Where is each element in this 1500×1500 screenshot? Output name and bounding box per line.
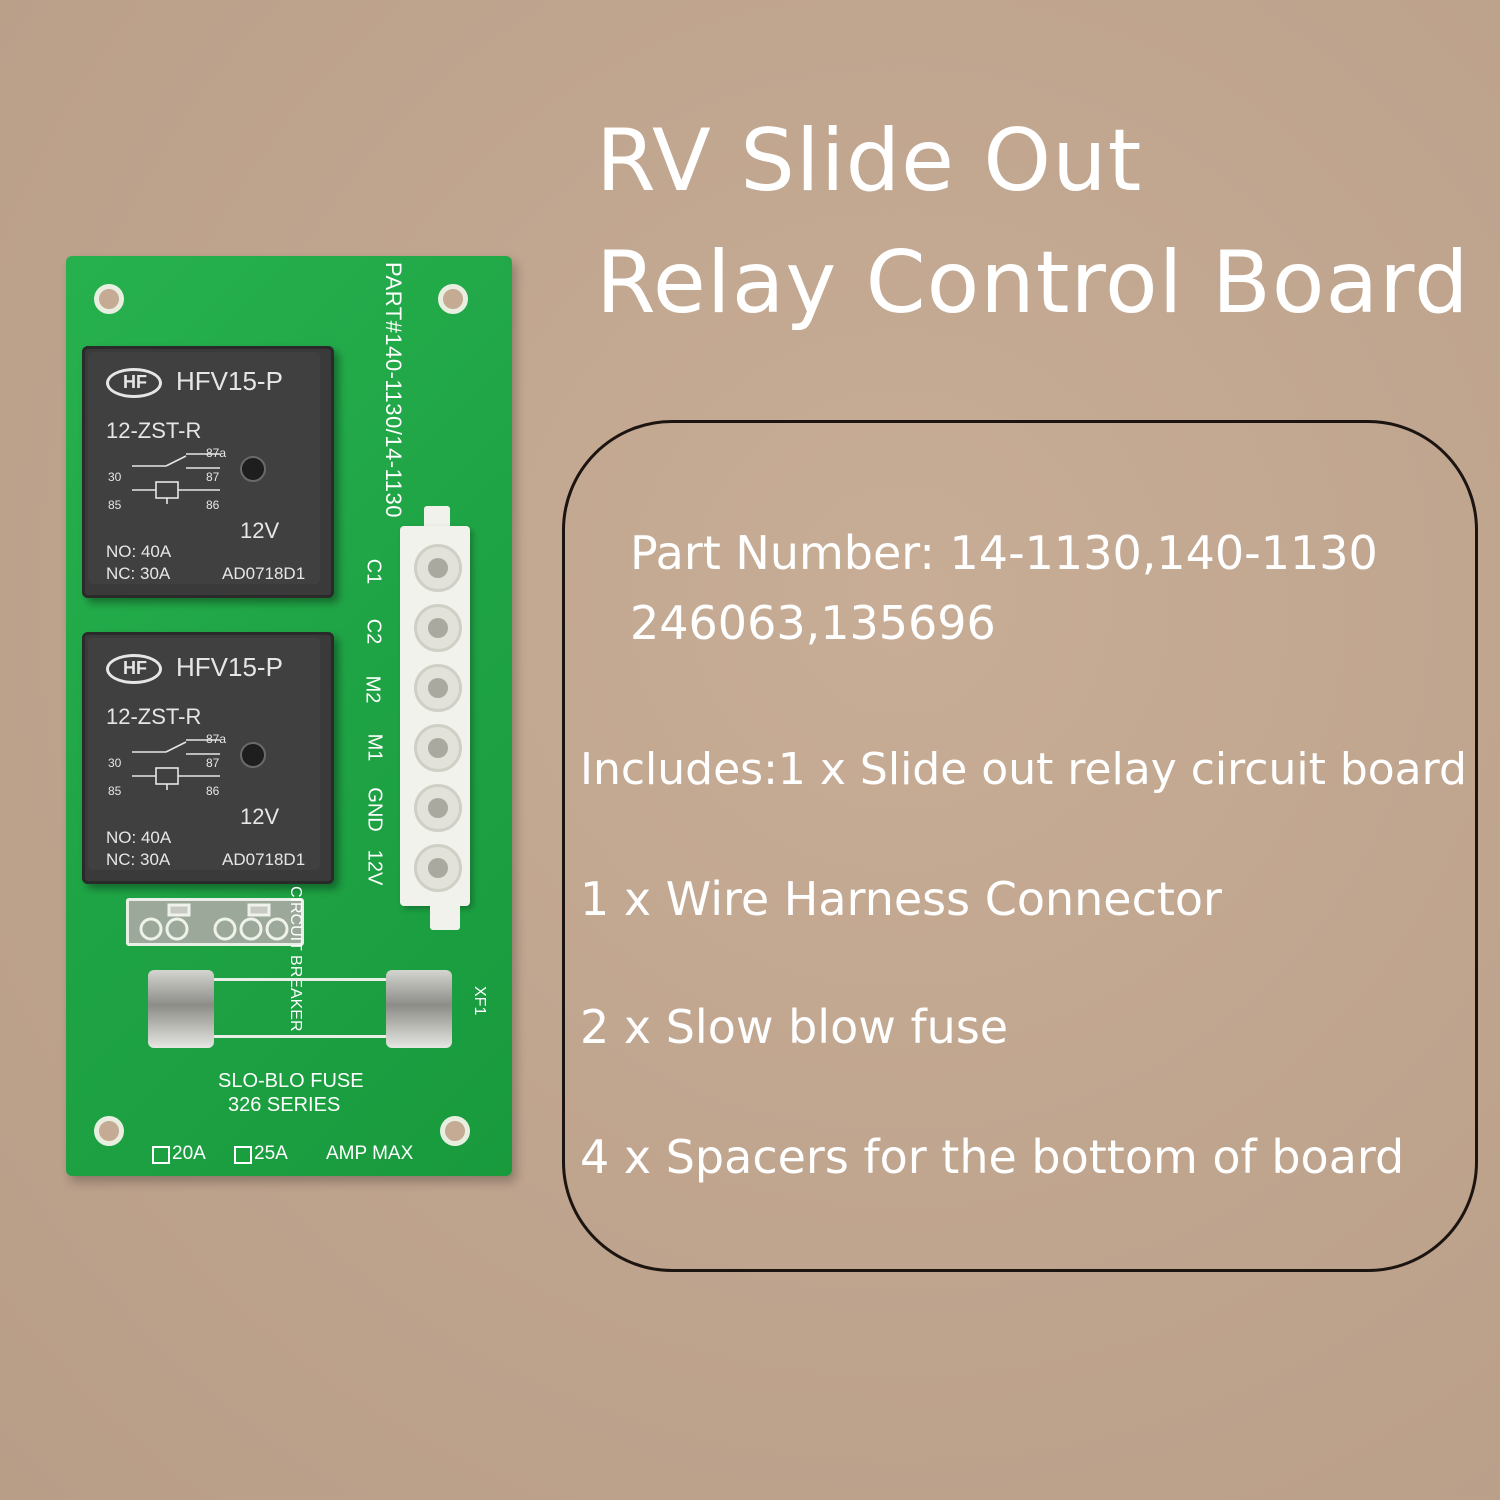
info-box: [562, 420, 1478, 1272]
hf-logo-icon: HF: [106, 368, 162, 398]
connector-pin: [414, 844, 462, 892]
relay-model: HFV15-P: [176, 652, 283, 682]
includes-item-4: 4 x Spacers for the bottom of board: [580, 1130, 1405, 1184]
relay-sub-model: 12-ZST-R: [106, 704, 202, 729]
amp-max-label: AMP MAX: [326, 1143, 414, 1164]
relay-2: HF HFV15-P 12-ZST-R 30 85 87a 87 86 12V …: [82, 632, 334, 884]
part-number-line-1: Part Number: 14-1130,140-1130: [630, 526, 1378, 580]
title-line-2: Relay Control Board: [596, 233, 1470, 333]
relay-nc-rating: NC: 30A: [106, 850, 171, 869]
relay-sub-model: 12-ZST-R: [106, 418, 202, 443]
mounting-hole: [440, 1116, 470, 1146]
connector-pin-label-c2: C2: [362, 618, 385, 645]
breaker-coil-icon: [139, 903, 289, 941]
connector-pin-label-12v: 12V: [363, 849, 386, 886]
pin-label: 87a: [206, 732, 227, 746]
fuse-ref-label: XF1: [471, 986, 488, 1016]
hf-logo-icon: HF: [106, 654, 162, 684]
pin-label: 87: [206, 470, 220, 484]
pin-label: 87: [206, 756, 220, 770]
amp-20-label: 20A: [172, 1143, 206, 1164]
mounting-hole: [94, 284, 124, 314]
relay-nc-rating: NC: 30A: [106, 564, 171, 583]
amp-25-label: 25A: [254, 1143, 288, 1164]
connector-pin-label-m1: M1: [363, 733, 386, 762]
mounting-hole: [94, 1116, 124, 1146]
connector-pin-label-m2: M2: [361, 675, 384, 704]
connector-pin: [414, 544, 462, 592]
pin-label: 87a: [206, 446, 227, 460]
mounting-hole: [438, 284, 468, 314]
relay-no-rating: NO: 40A: [106, 542, 172, 561]
relay-no-rating: NO: 40A: [106, 828, 172, 847]
connector-tab: [430, 900, 460, 930]
relay-1: HF HFV15-P 12-ZST-R 30 85 87a 87 86 12V …: [82, 346, 334, 598]
relay-schematic-icon: [132, 453, 220, 504]
relay-indicator-dot: [240, 742, 266, 768]
title-line-1: RV Slide Out: [596, 111, 1143, 211]
slow-blow-fuse: [148, 970, 458, 1048]
relay-code: AD0718D1: [222, 564, 306, 583]
pin-label: 85: [108, 784, 122, 798]
relay-schematic-icon: [132, 739, 220, 790]
connector-pin: [414, 724, 462, 772]
part-number-line-2: 246063,135696: [630, 596, 996, 650]
pin-label: 30: [108, 470, 122, 484]
board-part-label: PART#140-1130/14-1130: [381, 262, 406, 518]
amp-20-checkbox: [152, 1146, 170, 1164]
amp-25-checkbox: [234, 1146, 252, 1164]
fuse-label-2: 326 SERIES: [228, 1094, 341, 1116]
includes-item-3: 2 x Slow blow fuse: [580, 1000, 1009, 1054]
includes-item-1: Includes:1 x Slide out relay circuit boa…: [580, 744, 1467, 795]
pin-label: 30: [108, 756, 122, 770]
pin-label: 85: [108, 498, 122, 512]
relay-voltage: 12V: [240, 518, 280, 543]
connector-pin-label-c1: C1: [362, 558, 385, 585]
relay-indicator-dot: [240, 456, 266, 482]
relay-code: AD0718D1: [222, 850, 306, 869]
circuit-breaker: [126, 898, 304, 946]
connector-pin: [414, 604, 462, 652]
pin-label: 86: [206, 498, 220, 512]
connector-pin-label-gnd: GND: [363, 787, 386, 832]
connector-pin: [414, 664, 462, 712]
connector-pin: [414, 784, 462, 832]
includes-item-2: 1 x Wire Harness Connector: [580, 872, 1222, 926]
circuit-breaker-label: CIRCUIT BREAKER: [287, 886, 304, 1032]
pin-label: 86: [206, 784, 220, 798]
fuse-label-1: SLO-BLO FUSE: [218, 1070, 364, 1092]
relay-model: HFV15-P: [176, 366, 283, 396]
relay-voltage: 12V: [240, 804, 280, 829]
